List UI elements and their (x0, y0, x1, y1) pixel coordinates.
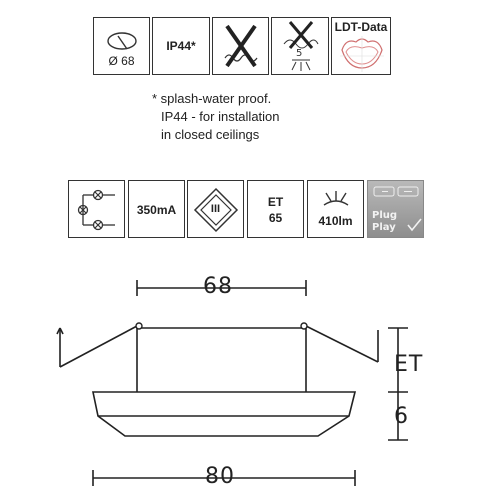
ldt-data-label: LDT-Data (334, 20, 388, 34)
cutout-diameter-icon (107, 32, 137, 50)
top-width-label: 68 (203, 274, 233, 299)
right-spring (305, 325, 379, 363)
protection-class-label: III (210, 203, 221, 215)
trim-ring (92, 391, 357, 437)
bottom-width-label: 80 (205, 464, 235, 489)
play-label: Play (372, 222, 396, 233)
cutout-diameter-tile: Ø 68 (93, 17, 150, 75)
ip-rating-label: IP44* (166, 39, 196, 53)
et-dimension-label: ET (394, 352, 424, 377)
footnote: * splash-water proof. IP44 - for install… (152, 90, 352, 144)
current-label: 350mA (136, 203, 177, 217)
footnote-line-1: * splash-water proof. (152, 91, 272, 106)
wiring-terminal-icon (77, 189, 115, 231)
depth-dimension-label: 6 (394, 404, 409, 429)
luminous-flux-icon (323, 191, 349, 206)
lumen-tile: 410lm (307, 180, 364, 238)
not-coverable-icon: 5 (283, 21, 319, 71)
left-spring (59, 325, 138, 368)
et-icon-label: ET (267, 195, 284, 209)
light-distribution-icon (340, 36, 384, 72)
no-cover-tile: 5 (271, 17, 329, 75)
right-pivot (300, 322, 308, 330)
plug-label: Plug (372, 210, 398, 221)
no-insulation-tile (212, 17, 269, 75)
plug-play-connector-icon (373, 186, 422, 232)
protection-class-icon (193, 187, 239, 233)
lumen-label: 410lm (318, 214, 353, 228)
footnote-line-3: in closed ceilings (161, 127, 260, 142)
diameter-label: Ø 68 (108, 54, 135, 68)
ldt-data-tile: LDT-Data (331, 17, 391, 75)
left-pivot (135, 322, 143, 330)
connection-tile (68, 180, 125, 238)
plug-play-tile: Plug Play (367, 180, 424, 238)
et-tile: ET 65 (247, 180, 304, 238)
current-tile: 350mA (128, 180, 185, 238)
svg-text:5: 5 (296, 48, 302, 59)
et-icon-value: 65 (268, 211, 283, 225)
ip-rating-tile: IP44* (152, 17, 210, 75)
footnote-line-2: IP44 - for installation (161, 109, 280, 124)
protection-class-tile: III (187, 180, 244, 238)
no-insulation-cover-icon (224, 24, 258, 68)
